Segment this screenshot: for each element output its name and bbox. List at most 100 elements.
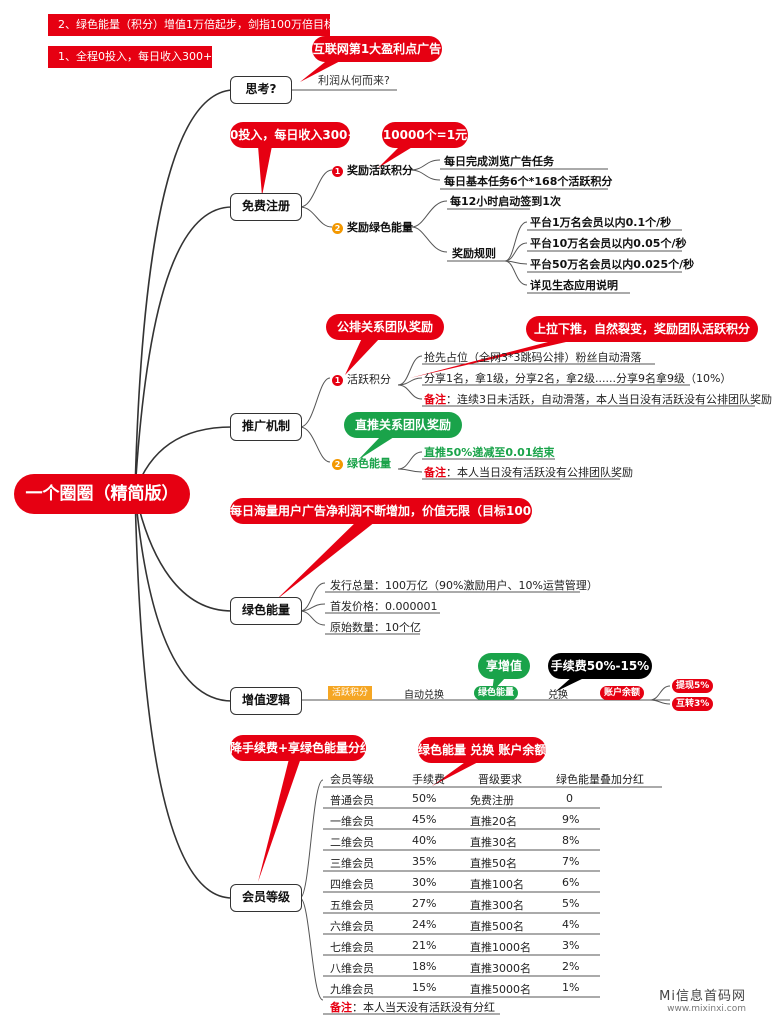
node-green-energy[interactable]: 绿色能量 xyxy=(230,597,302,625)
energy-total: 发行总量：100万亿（90%激励用户、10%运营管理） xyxy=(330,579,598,592)
note-text: ：本人当日没有活跃没有公排团队奖励 xyxy=(446,466,633,479)
promo-note-2: 备注：本人当日没有活跃没有公排团队奖励 xyxy=(424,464,633,480)
cell-level: 八维会员 xyxy=(330,962,374,975)
node-member-level[interactable]: 会员等级 xyxy=(230,884,302,912)
task-basic-daily: 每日基本任务6个*168个活跃积分 xyxy=(444,175,613,188)
cell-level: 三维会员 xyxy=(330,857,374,870)
cell-level: 五维会员 xyxy=(330,899,374,912)
cell-fee: 21% xyxy=(412,939,437,952)
cell-requirement: 直推100名 xyxy=(470,878,524,891)
reward-green-energy-label: 奖励绿色能量 xyxy=(347,221,413,234)
badge-1: 1 xyxy=(332,375,343,386)
cell-dividend: 0 xyxy=(566,792,573,805)
cell-requirement: 免费注册 xyxy=(470,794,514,807)
callout-appreciation: 享增值 xyxy=(478,653,530,679)
reward-green-energy: 2 奖励绿色能量 xyxy=(332,219,413,235)
note-key: 备注 xyxy=(424,393,446,406)
callout-ad-profit: 互联网第1大盈利点广告 xyxy=(312,36,442,62)
rule-4: 详见生态应用说明 xyxy=(530,279,618,292)
out-withdraw: 提现5% xyxy=(672,679,714,693)
cell-level: 六维会员 xyxy=(330,920,374,933)
top-note-1: 1、全程0投入，每日收入300+ xyxy=(48,46,212,68)
cell-requirement: 直推300名 xyxy=(470,899,524,912)
cell-level: 普通会员 xyxy=(330,794,374,807)
root-node[interactable]: 一个圈圈（精简版） xyxy=(14,474,190,514)
cell-fee: 45% xyxy=(412,813,437,826)
out-transfer: 互转3% xyxy=(672,697,714,711)
note-key: 备注 xyxy=(330,1001,352,1014)
callout-ad-net-profit: 每日海量用户广告净利润不断增加，价值无限（目标100万倍） xyxy=(230,498,567,524)
callout-direct-team: 直推关系团队奖励 xyxy=(344,412,462,438)
node-register[interactable]: 免费注册 xyxy=(230,193,302,221)
cell-requirement: 直推20名 xyxy=(470,815,517,828)
cell-fee: 35% xyxy=(412,855,437,868)
callout-exchange-rate: 10000个=1元 xyxy=(382,122,468,148)
promo-line-2: 分享1名，拿1级，分享2名，拿2级......分享9名拿9级（10%） xyxy=(424,372,732,385)
watermark-url: www.mixinxi.com xyxy=(667,1004,746,1014)
cell-requirement: 直推5000名 xyxy=(470,983,531,996)
cell-fee: 18% xyxy=(412,960,437,973)
reward-rules-label: 奖励规则 xyxy=(452,247,496,260)
flow-auto-exchange: 自动兑换 xyxy=(404,690,444,701)
badge-2: 2 xyxy=(332,223,343,234)
cell-dividend: 5% xyxy=(562,897,580,910)
note-text: ：连续3日未活跃，自动滑落，本人当日没有活跃没有公排团队奖励 xyxy=(446,393,772,406)
cell-level: 九维会员 xyxy=(330,983,374,996)
callout-team-reward: 上拉下推，自然裂变，奖励团队活跃积分 xyxy=(526,316,758,342)
flow-green-energy: 绿色能量 xyxy=(474,686,519,700)
rule-2: 平台10万名会员以内0.05个/秒 xyxy=(530,237,687,250)
note-key: 备注 xyxy=(424,466,446,479)
cell-requirement: 直推50名 xyxy=(470,857,517,870)
note-text: ：本人当天没有活跃没有分红 xyxy=(352,1001,495,1014)
flow-balance: 账户余额 xyxy=(600,686,645,700)
daily-checkin: 每12小时启动签到1次 xyxy=(450,195,561,208)
cell-requirement: 直推3000名 xyxy=(470,962,531,975)
promo-note-1: 备注：连续3日未活跃，自动滑落，本人当日没有活跃没有公排团队奖励 xyxy=(424,391,772,407)
cell-fee: 24% xyxy=(412,918,437,931)
flow-active-points: 活跃积分 xyxy=(328,686,373,700)
cell-dividend: 1% xyxy=(562,981,580,994)
cell-dividend: 6% xyxy=(562,876,580,889)
node-promotion[interactable]: 推广机制 xyxy=(230,413,302,441)
cell-fee: 27% xyxy=(412,897,437,910)
promo-line-1: 抢先占位（全网3*3跳码公排）粉丝自动滑落 xyxy=(424,351,642,364)
rule-1: 平台1万名会员以内0.1个/秒 xyxy=(530,216,672,229)
cell-level: 一维会员 xyxy=(330,815,374,828)
callout-member-benefit: 降手续费+享绿色能量分红 xyxy=(230,735,372,761)
watermark: Mi信息首码网 www.mixinxi.com xyxy=(659,985,746,1014)
node-think[interactable]: 思考? xyxy=(230,76,292,104)
badge-1: 1 xyxy=(332,166,343,177)
rule-3: 平台50万名会员以内0.025个/秒 xyxy=(530,258,695,271)
th-requirement: 晋级要求 xyxy=(478,773,522,786)
cell-dividend: 4% xyxy=(562,918,580,931)
cell-requirement: 直推500名 xyxy=(470,920,524,933)
cell-level: 四维会员 xyxy=(330,878,374,891)
promo-green-energy: 2 绿色能量 xyxy=(332,455,391,471)
energy-original: 原始数量：10个亿 xyxy=(330,621,421,634)
promo-direct-line: 直推50%递减至0.01结束 xyxy=(424,446,555,459)
promo-green-energy-label: 绿色能量 xyxy=(347,457,391,470)
badge-2: 2 xyxy=(332,459,343,470)
th-level: 会员等级 xyxy=(330,773,374,786)
callout-fee: 手续费50%-15% xyxy=(548,653,652,679)
reward-active-points-label: 奖励活跃积分 xyxy=(347,164,413,177)
promo-active-points: 1 活跃积分 xyxy=(332,371,391,387)
member-note: 备注：本人当天没有活跃没有分红 xyxy=(330,999,495,1015)
cell-dividend: 7% xyxy=(562,855,580,868)
energy-price: 首发价格：0.000001 xyxy=(330,600,438,613)
cell-level: 七维会员 xyxy=(330,941,374,954)
cell-fee: 15% xyxy=(412,981,437,994)
think-line: 利润从何而来? xyxy=(318,74,390,87)
cell-dividend: 3% xyxy=(562,939,580,952)
cell-dividend: 9% xyxy=(562,813,580,826)
cell-fee: 40% xyxy=(412,834,437,847)
top-note-2: 2、绿色能量（积分）增值1万倍起步，剑指100万倍目标 xyxy=(48,14,335,36)
cell-dividend: 8% xyxy=(562,834,580,847)
cell-requirement: 直推1000名 xyxy=(470,941,531,954)
watermark-title: Mi信息首码网 xyxy=(659,989,746,1004)
cell-fee: 50% xyxy=(412,792,437,805)
promo-active-points-label: 活跃积分 xyxy=(347,373,391,386)
node-value-logic[interactable]: 增值逻辑 xyxy=(230,687,302,715)
cell-requirement: 直推30名 xyxy=(470,836,517,849)
